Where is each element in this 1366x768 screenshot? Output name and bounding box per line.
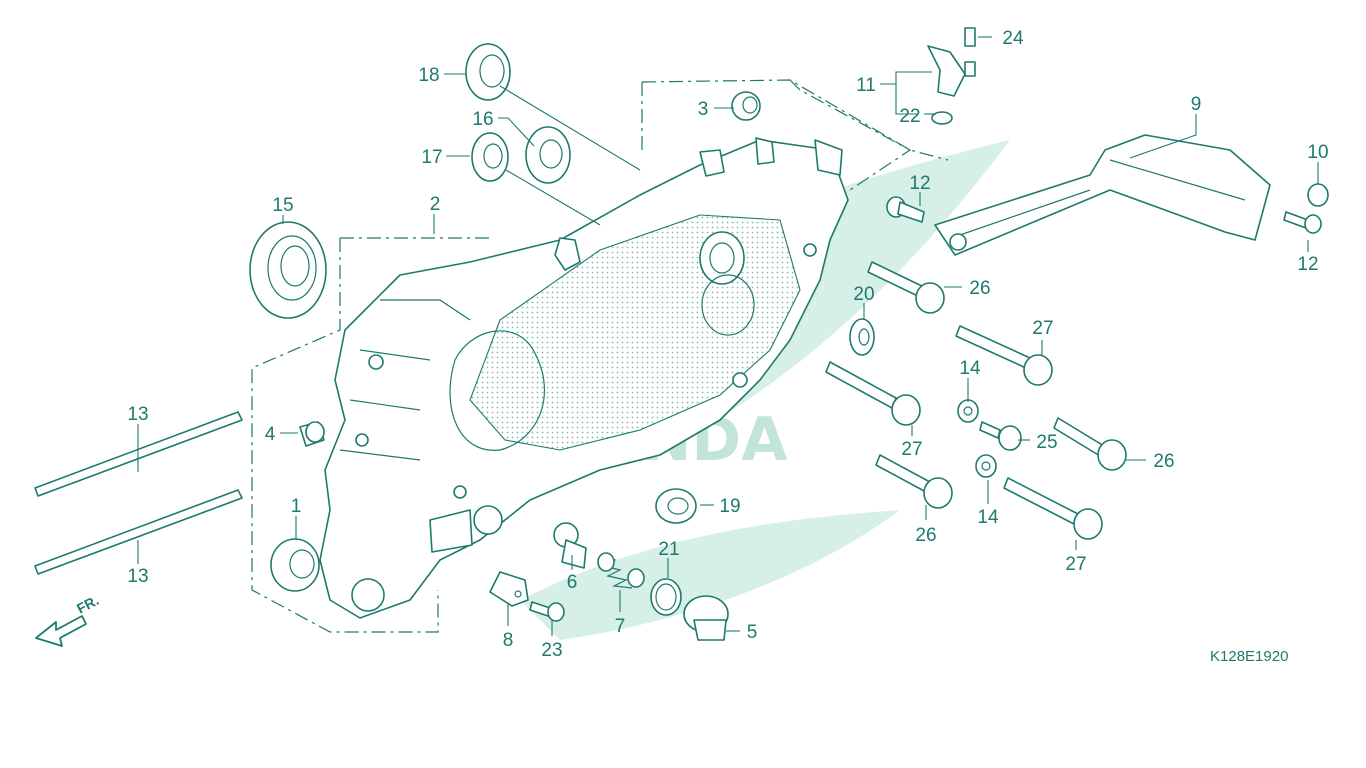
callout-6: 6 <box>567 572 578 593</box>
callout-8: 8 <box>503 630 514 651</box>
bolt-23 <box>529 601 565 622</box>
callout-21: 21 <box>658 539 679 560</box>
callout-27-bottom: 27 <box>1065 554 1086 575</box>
callout-5: 5 <box>747 622 758 643</box>
dowel-4 <box>299 421 325 447</box>
cover-9 <box>934 134 1271 256</box>
callout-11: 11 <box>856 75 876 96</box>
callout-4: 4 <box>265 424 276 445</box>
bearing-16 <box>525 126 571 184</box>
callout-3: 3 <box>698 99 709 120</box>
callout-16: 16 <box>472 109 493 130</box>
bolt-25 <box>979 421 1022 451</box>
callout-14-bottom: 14 <box>977 507 999 528</box>
bearing-17 <box>471 132 509 182</box>
assembly-brackets <box>251 79 949 633</box>
plug-6 <box>553 522 587 569</box>
stud-bolt-13-lower <box>34 489 243 575</box>
crankcase-left <box>319 137 849 619</box>
sensor-11 <box>927 27 976 125</box>
callout-15: 15 <box>272 195 293 216</box>
callouts: 1 2 3 4 5 6 7 8 9 10 11 12 12 13 13 14 1… <box>127 28 1328 661</box>
bearing-15 <box>249 221 327 319</box>
callout-18: 18 <box>418 65 439 86</box>
front-marker-text: FR. <box>74 592 101 617</box>
bushing-3 <box>731 91 761 121</box>
callout-12-left: 12 <box>909 173 930 194</box>
bolt-27-bottom <box>1003 477 1103 540</box>
nut-10 <box>1307 183 1329 207</box>
callout-1: 1 <box>291 496 302 517</box>
bracket-8 <box>489 571 529 607</box>
washer-14-bottom <box>975 454 997 478</box>
callout-14-top: 14 <box>959 358 981 379</box>
callout-9: 9 <box>1191 94 1202 115</box>
drawing-code: K128E1920 <box>1210 648 1288 665</box>
front-direction-arrow: FR. <box>35 592 101 647</box>
callout-10: 10 <box>1307 142 1328 163</box>
callout-24: 24 <box>1002 28 1024 49</box>
callout-22: 22 <box>899 106 920 127</box>
washer-14-top <box>957 399 979 423</box>
cap-5 <box>683 595 729 641</box>
callout-25: 25 <box>1036 432 1057 453</box>
bolt-27-mid <box>825 361 921 426</box>
bolt-12-left <box>886 196 925 223</box>
bolt-12-right <box>1283 211 1322 234</box>
callout-26-bottom: 26 <box>915 525 936 546</box>
washer-20 <box>849 318 875 356</box>
callout-27-top: 27 <box>1032 318 1053 339</box>
callout-26-top: 26 <box>969 278 990 299</box>
callout-19: 19 <box>719 496 740 517</box>
callout-7: 7 <box>615 616 626 637</box>
o-ring-21 <box>650 578 682 616</box>
bolt-26-top <box>867 261 945 314</box>
bolt-26-bottom <box>875 454 953 509</box>
spring-7 <box>597 552 645 589</box>
callout-2: 2 <box>430 194 441 215</box>
seal-1 <box>270 538 320 592</box>
callout-13-lower: 13 <box>127 566 148 587</box>
callout-27-mid: 27 <box>901 439 922 460</box>
callout-26-right: 26 <box>1153 451 1174 472</box>
callout-23: 23 <box>541 640 562 661</box>
bolt-26-right <box>1053 417 1127 471</box>
bearing-18 <box>465 43 511 101</box>
callout-12-right: 12 <box>1297 254 1318 275</box>
bolt-27-top <box>955 325 1053 386</box>
callout-20: 20 <box>853 284 874 305</box>
callout-17: 17 <box>421 147 442 168</box>
leader-lines <box>137 36 1319 636</box>
callout-13-upper: 13 <box>127 404 148 425</box>
seal-19 <box>655 488 697 524</box>
